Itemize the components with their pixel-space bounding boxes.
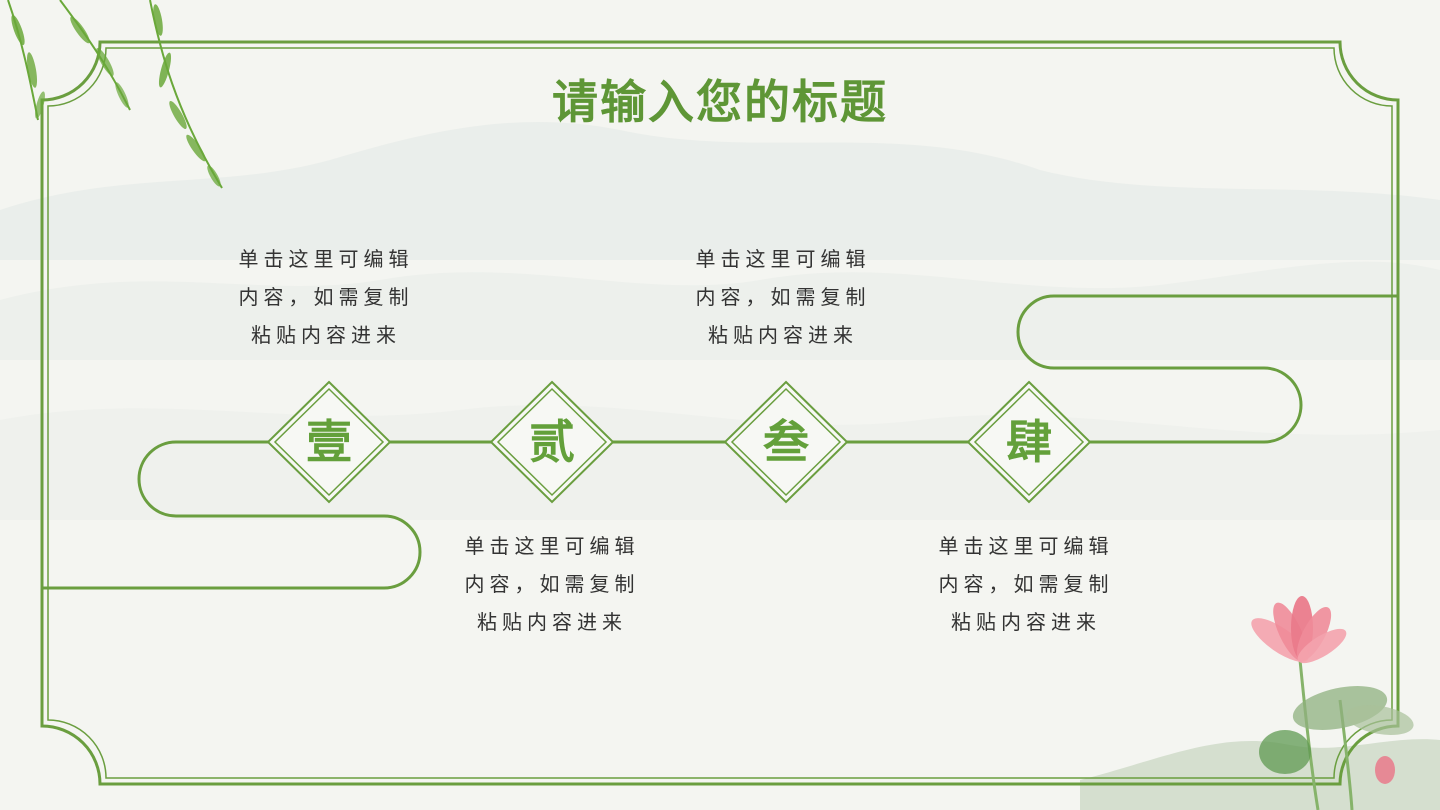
step-3-text[interactable]: 单击这里可编辑 内容，如需复制 粘贴内容进来 bbox=[695, 247, 871, 347]
step-diamond-1 bbox=[266, 380, 392, 504]
step-3-numeral: 叁 bbox=[763, 415, 809, 469]
lotus-leaves bbox=[1259, 659, 1414, 810]
willow-branch bbox=[7, 0, 223, 189]
step-diamond-3 bbox=[723, 380, 849, 504]
step-2-text[interactable]: 单击这里可编辑 内容，如需复制 粘贴内容进来 bbox=[464, 534, 640, 634]
lotus-flower bbox=[1251, 596, 1395, 784]
step-diamond-4 bbox=[966, 380, 1092, 504]
step-4-numeral: 肆 bbox=[1006, 415, 1052, 469]
timeline-path bbox=[42, 294, 1398, 590]
step-2-numeral: 贰 bbox=[529, 415, 575, 469]
step-1-numeral: 壹 bbox=[306, 415, 352, 469]
step-1-text[interactable]: 单击这里可编辑 内容，如需复制 粘贴内容进来 bbox=[238, 247, 414, 347]
step-diamond-2 bbox=[489, 380, 615, 504]
page-title[interactable]: 请输入您的标题 bbox=[552, 75, 888, 129]
step-4-text[interactable]: 单击这里可编辑 内容，如需复制 粘贴内容进来 bbox=[938, 534, 1114, 634]
ink-mountains bbox=[0, 121, 1440, 810]
decorative-frame bbox=[40, 40, 1400, 786]
